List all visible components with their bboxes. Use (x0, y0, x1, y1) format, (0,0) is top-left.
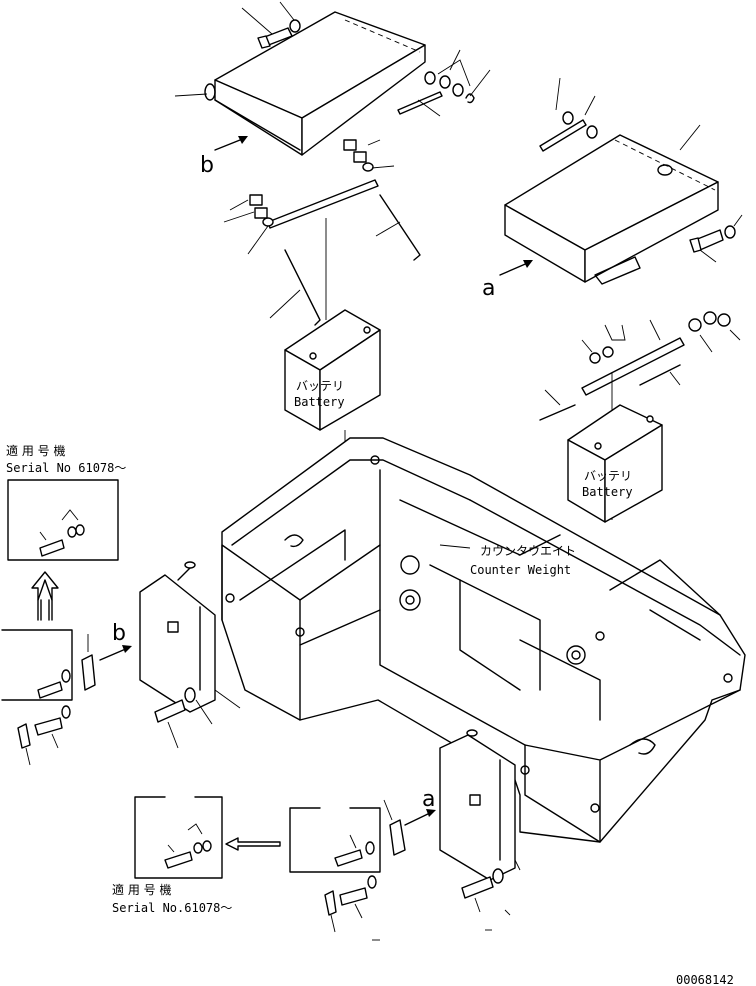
right-side-bolts (324, 868, 511, 941)
up-arrow-left (31, 571, 59, 621)
view-letter-b: b (200, 153, 214, 178)
battery-cover-right (504, 124, 719, 285)
battery-label-jp: バッテリ (296, 379, 344, 393)
cover-bolt-right (689, 214, 743, 263)
serial-header-bottom: 適 用 号 機 (112, 882, 171, 897)
counterweight-label-jp: カウンタウエイト (480, 544, 576, 558)
battery-label-en-right: Battery (582, 485, 633, 499)
serial-inset-left: 適 用 号 機 Serial No 61078～ (1, 443, 126, 701)
serial-text-left: Serial No 61078～ (6, 461, 126, 475)
hinge-pin-right (539, 77, 598, 152)
view-letter-b-left: b (112, 621, 126, 646)
holddown-left (223, 139, 421, 326)
battery-label-en: Battery (294, 395, 345, 409)
view-letter-a: a (482, 276, 495, 301)
side-door-left (139, 561, 241, 713)
serial-inset-bottom: 適 用 号 機 Serial No.61078～ (112, 796, 381, 915)
cover-bolt-top (241, 1, 301, 49)
view-arrow-b-top: b (200, 136, 248, 178)
drawing-number: 00068142 (676, 973, 734, 986)
view-letter-a-right: a (422, 787, 435, 812)
counterweight-label-en: Counter Weight (470, 563, 571, 577)
serial-header-left: 適 用 号 機 (6, 443, 65, 458)
serial-text-bottom: Serial No.61078～ (112, 901, 232, 915)
battery-cover-left (174, 11, 426, 156)
holddown-right (539, 311, 741, 520)
hinge-pin-top (397, 49, 491, 117)
battery-label-jp-right: バッテリ (584, 469, 632, 483)
latch-left: b (37, 621, 132, 699)
latch-right: a (383, 787, 436, 856)
counterweight-body: カウンタウエイト Counter Weight (221, 437, 746, 843)
side-door-right (439, 729, 521, 881)
view-arrow-a-top: a (482, 260, 533, 301)
battery-left: バッテリ Battery (284, 309, 381, 540)
battery-right: バッテリ Battery (567, 404, 663, 523)
left-side-bolts (17, 687, 213, 766)
